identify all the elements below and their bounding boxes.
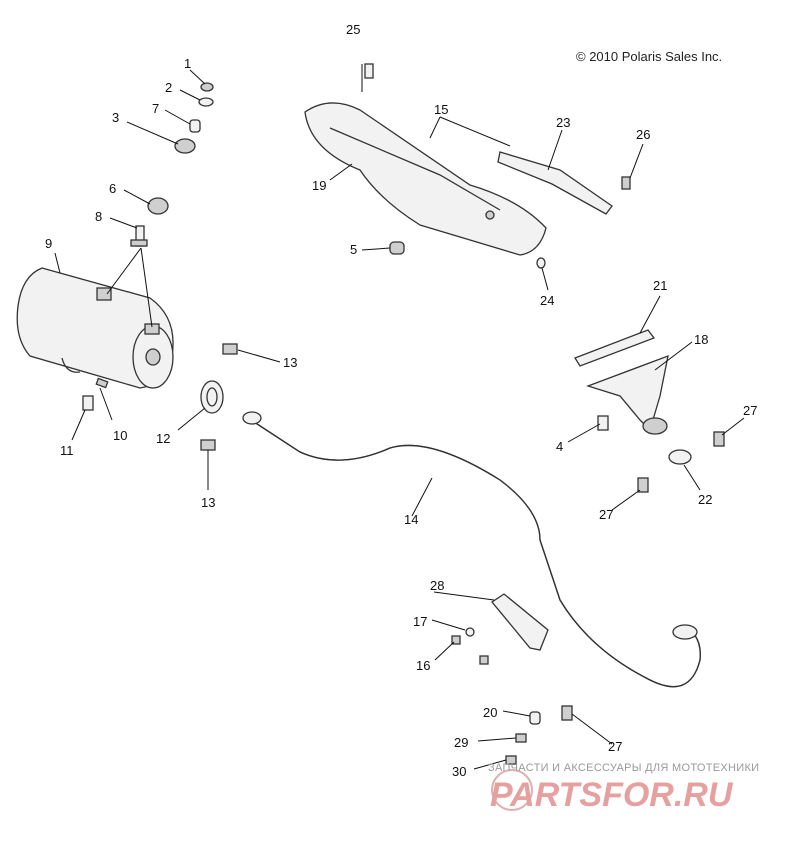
callout-27-middle: 27 (599, 507, 613, 522)
callout-21: 21 (653, 278, 667, 293)
callout-3: 3 (112, 110, 119, 125)
callout-4: 4 (556, 439, 563, 454)
callout-9: 9 (45, 236, 52, 251)
callout-1: 1 (184, 56, 191, 71)
callout-16: 16 (416, 658, 430, 673)
head-pipe (242, 411, 701, 688)
hardware-stack (130, 82, 214, 247)
watermark-brand: PARTSFOR.RU (490, 776, 734, 814)
callout-30: 30 (452, 764, 466, 779)
callout-labels: 1 2 3 7 6 8 9 10 11 12 13 13 14 15 19 5 … (45, 22, 757, 779)
callout-20: 20 (483, 705, 497, 720)
callout-27-right: 27 (743, 403, 757, 418)
watermark: ЗАПЧАСТИ И АКСЕССУАРЫ ДЛЯ МОТОТЕХНИКИ PA… (488, 762, 759, 814)
watermark-logo-icon (491, 769, 533, 811)
gasket-ring (200, 380, 224, 414)
springs (200, 343, 725, 721)
watermark-tagline: ЗАПЧАСТИ И АКСЕССУАРЫ ДЛЯ МОТОТЕХНИКИ (488, 762, 759, 774)
callout-19: 19 (312, 178, 326, 193)
callout-17: 17 (413, 614, 427, 629)
fasteners-top (364, 63, 631, 190)
callout-13-upper: 13 (283, 355, 297, 370)
callout-15: 15 (434, 102, 448, 117)
header-and-gaskets (574, 329, 669, 435)
heat-shield (304, 102, 547, 256)
callout-28: 28 (430, 578, 444, 593)
callout-7: 7 (152, 101, 159, 116)
muffler (16, 267, 174, 411)
callout-5: 5 (350, 242, 357, 257)
callout-8: 8 (95, 209, 102, 224)
callout-14: 14 (404, 512, 418, 527)
leader-lines (54, 64, 745, 770)
small-parts-right (597, 415, 692, 465)
callout-11: 11 (60, 443, 74, 458)
callout-23: 23 (556, 115, 570, 130)
callout-24: 24 (540, 293, 554, 308)
callout-29: 29 (454, 735, 468, 750)
callout-6: 6 (109, 181, 116, 196)
callout-25: 25 (346, 22, 360, 37)
callout-18: 18 (694, 332, 708, 347)
callout-13-lower: 13 (201, 495, 215, 510)
copyright-text: © 2010 Polaris Sales Inc. (576, 49, 722, 64)
callout-10: 10 (113, 428, 127, 443)
callout-12: 12 (156, 431, 170, 446)
callout-27-lower: 27 (608, 739, 622, 754)
callout-22: 22 (698, 492, 712, 507)
shield-plate (497, 151, 613, 215)
callout-2: 2 (165, 80, 172, 95)
callout-26: 26 (636, 127, 650, 142)
